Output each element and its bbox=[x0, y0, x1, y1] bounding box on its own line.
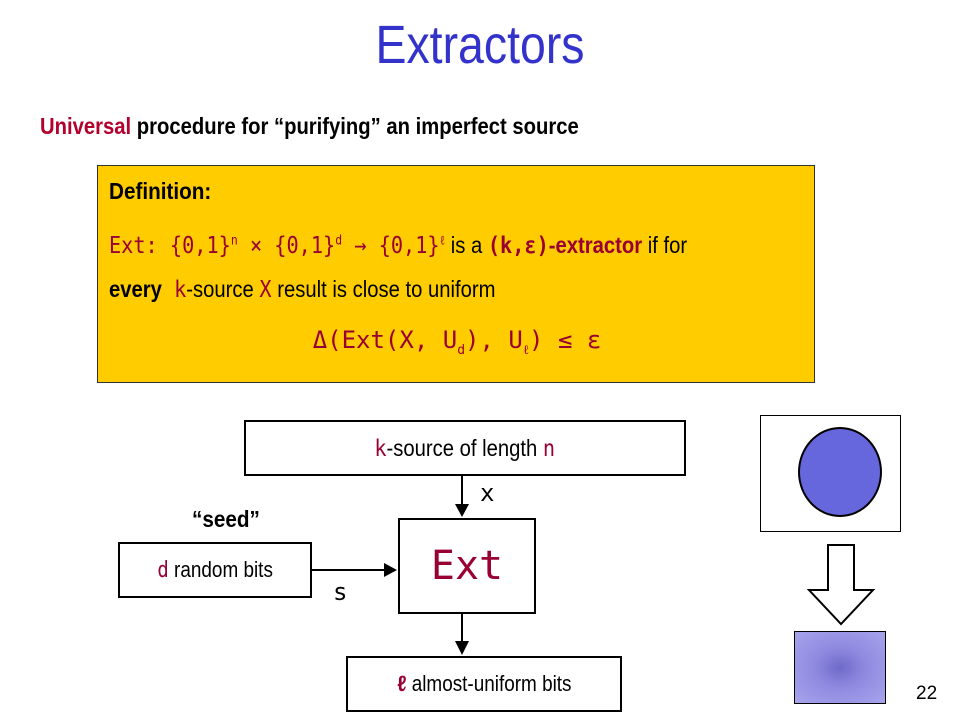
output-ell: ℓ bbox=[396, 671, 407, 696]
page-number: 22 bbox=[916, 683, 938, 704]
exp-d: d bbox=[335, 233, 343, 249]
output-box: ℓ almost-uniform bits bbox=[346, 656, 622, 712]
exp-n: n bbox=[230, 233, 238, 249]
random-d: d bbox=[157, 558, 169, 583]
output-label: ℓ almost-uniform bits bbox=[397, 671, 571, 697]
definition-line-2: every k-source X result is close to unif… bbox=[109, 276, 495, 303]
subtitle-text: procedure for “purifying” an imperfect s… bbox=[131, 113, 579, 139]
definition-line-1: Ext: {0,1}n × {0,1}d → {0,1}ℓ is a (k,ε)… bbox=[109, 232, 687, 259]
ksource-text: -source bbox=[186, 276, 260, 302]
k-variable: k bbox=[161, 277, 187, 303]
random-text: random bits bbox=[168, 557, 273, 582]
hollow-down-arrow-icon bbox=[806, 544, 876, 626]
every-word: every bbox=[109, 276, 162, 302]
imperfect-source-picture bbox=[760, 415, 901, 532]
if-for-text: if for bbox=[642, 232, 688, 258]
right-arrow-icon bbox=[312, 563, 397, 577]
ext-box: Ext bbox=[398, 518, 536, 614]
ext-label: Ext bbox=[430, 543, 504, 589]
definition-heading: Definition: bbox=[109, 178, 212, 204]
formula-mid: ), U bbox=[465, 326, 523, 354]
subtitle-emphasis: Universal bbox=[40, 113, 132, 139]
times-seed-space: × {0,1} bbox=[237, 233, 336, 259]
slide-subtitle: Universal procedure for “purifying” an i… bbox=[40, 113, 579, 140]
down-arrow-icon bbox=[455, 614, 469, 655]
definition-formula: Δ(Ext(X, Ud), Uℓ) ≤ ε bbox=[98, 326, 816, 358]
purified-output-picture bbox=[794, 631, 886, 704]
close-to-uniform-text: result is close to uniform bbox=[271, 276, 496, 302]
source-box: k-source of length n bbox=[244, 420, 686, 476]
arrow-output-space: → {0,1} bbox=[342, 233, 440, 259]
ext-signature: Ext: {0,1} bbox=[109, 233, 231, 259]
random-bits-label: d random bits bbox=[157, 557, 273, 583]
extractor-params: (k,ε) bbox=[487, 233, 549, 259]
formula-tail: ) ≤ ε bbox=[529, 326, 602, 354]
source-n: n bbox=[543, 435, 556, 462]
random-bits-box: d random bits bbox=[118, 542, 312, 598]
s-label: s bbox=[333, 578, 348, 606]
slide-title: Extractors bbox=[375, 15, 585, 75]
formula-sub-d: d bbox=[457, 342, 466, 358]
down-arrow-icon bbox=[455, 476, 469, 517]
is-a-text: is a bbox=[445, 232, 488, 258]
extractor-term: -extractor bbox=[548, 232, 643, 258]
source-text: -source of length bbox=[386, 434, 544, 461]
source-k: k bbox=[374, 435, 387, 462]
formula-lead: Δ(Ext(X, U bbox=[312, 326, 458, 354]
X-variable: X bbox=[259, 277, 272, 303]
ellipse-shape bbox=[798, 427, 882, 517]
exp-ell: ℓ bbox=[439, 233, 446, 249]
source-label: k-source of length n bbox=[375, 435, 556, 462]
definition-box: Definition: Ext: {0,1}n × {0,1}d → {0,1}… bbox=[97, 165, 815, 383]
formula-sub-ell: ℓ bbox=[522, 342, 530, 358]
output-text: almost-uniform bits bbox=[406, 671, 572, 696]
x-label: x bbox=[480, 479, 495, 507]
seed-label: “seed” bbox=[192, 506, 260, 532]
